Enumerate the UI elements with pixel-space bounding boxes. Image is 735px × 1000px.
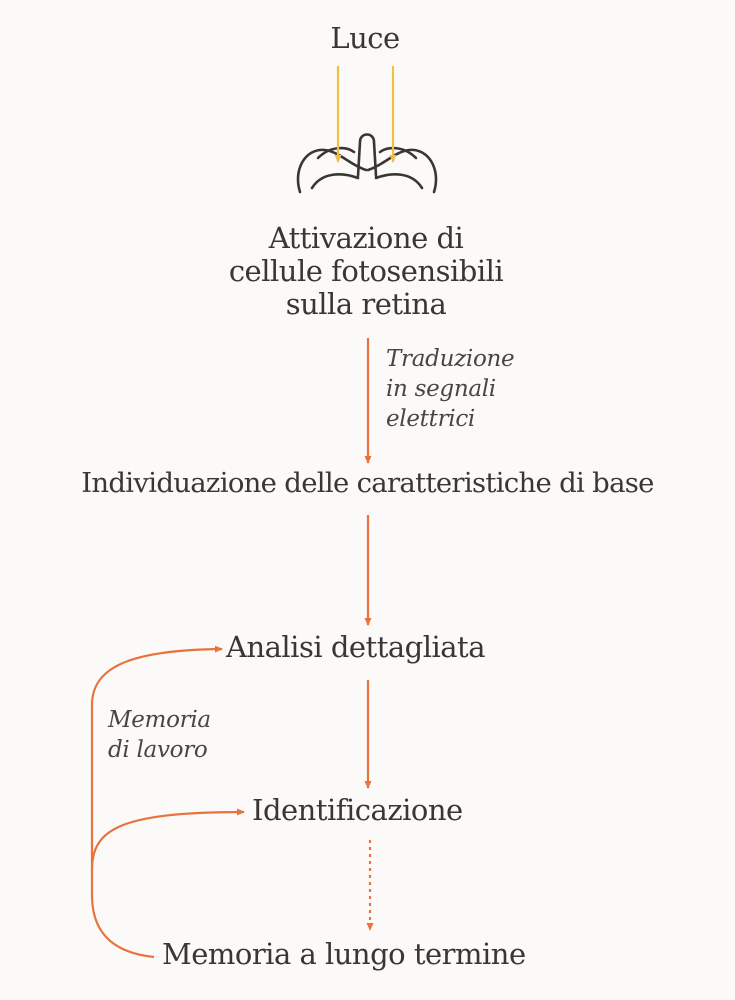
node-detailed-analysis: Analisi dettagliata xyxy=(226,630,486,664)
eye-icon xyxy=(296,133,438,194)
label-transduction-line-3: elettrici xyxy=(386,406,475,432)
label-transduction-line-1: Traduzione xyxy=(386,346,515,372)
node-identification: Identificazione xyxy=(252,793,463,827)
label-working-memory-line-2: di lavoro xyxy=(108,737,208,763)
label-working-memory-line-1: Memoria xyxy=(108,707,211,733)
node-activation-line-2: cellule fotosensibili xyxy=(228,254,504,288)
label-transduction-line-2: in segnali xyxy=(386,376,496,402)
node-activation-line-1: Attivazione di xyxy=(268,221,464,255)
loop-memory-to-analysis xyxy=(90,645,223,959)
node-light: Luce xyxy=(330,21,400,55)
node-long-term-memory: Memoria a lungo termine xyxy=(162,937,526,971)
node-feature-detection: Individuazione delle caratteristiche di … xyxy=(81,467,654,499)
node-activation: Attivazione di cellule fotosensibili sul… xyxy=(168,222,564,321)
node-activation-line-3: sulla retina xyxy=(285,287,447,321)
label-working-memory: Memoria di lavoro xyxy=(108,705,211,765)
label-transduction: Traduzione in segnali elettrici xyxy=(386,344,515,434)
loop-branch-to-identification xyxy=(90,808,245,871)
